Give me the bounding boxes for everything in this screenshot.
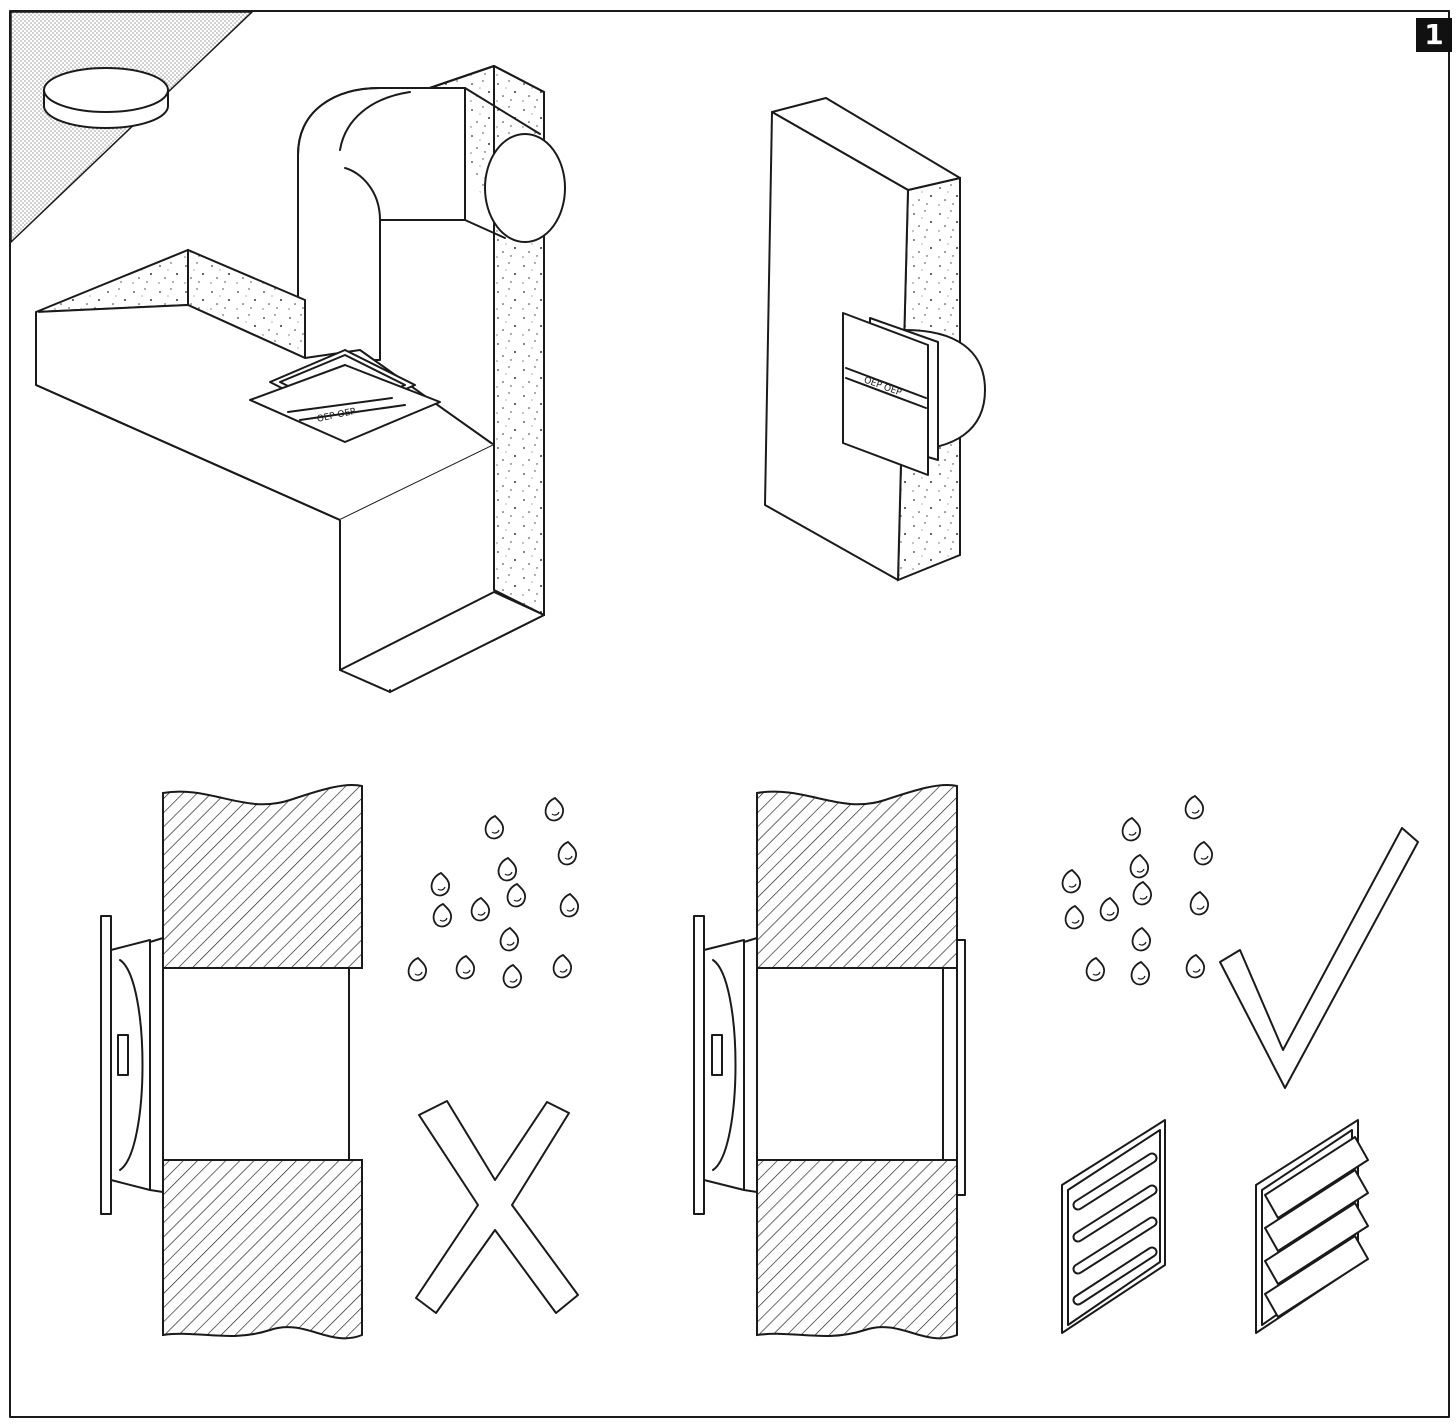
- correct-installation: [693, 784, 966, 1340]
- rain-drops-left: [407, 797, 580, 989]
- figure-frame: [9, 10, 1450, 1418]
- rain-drops-right: [1061, 795, 1214, 986]
- incorrect-installation: [100, 784, 363, 1340]
- ceiling-duct-installation: OEP OEP: [10, 11, 566, 693]
- ceiling-light: [43, 67, 169, 129]
- wall-fan-installation: OEP OEP: [764, 97, 986, 582]
- fixed-grille: [1061, 1119, 1166, 1334]
- ceiling-box: [35, 248, 545, 693]
- check-icon: [1219, 827, 1419, 1089]
- figure-number-badge: 1: [1416, 18, 1452, 52]
- cross-icon: [415, 1100, 579, 1314]
- round-duct: [297, 87, 566, 361]
- ceiling-fan-unit: OEP OEP: [249, 349, 441, 443]
- louvered-grille: [1255, 1119, 1369, 1334]
